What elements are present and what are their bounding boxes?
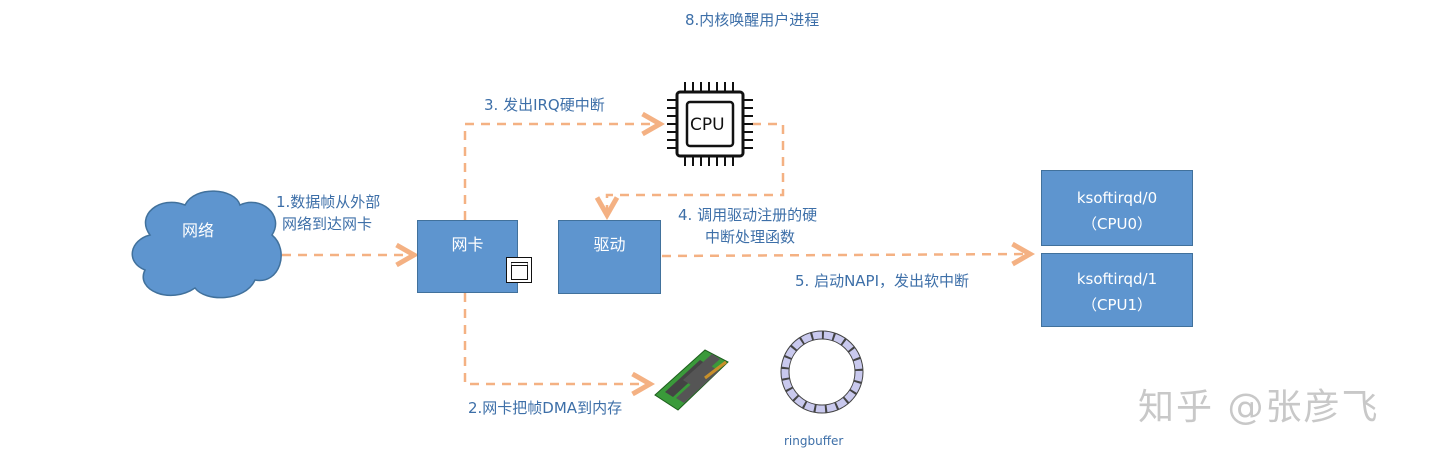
- ksoftirqd0-name: ksoftirqd/0: [1076, 189, 1158, 207]
- cpu-label: CPU: [690, 115, 725, 135]
- step-3-label: 3. 发出IRQ硬中断: [484, 96, 605, 114]
- watermark: 知乎 @张彦飞: [1138, 387, 1380, 428]
- ksoftirqd0-cpu: （CPU0）: [1081, 215, 1153, 233]
- ethernet-port-icon: [506, 257, 532, 283]
- nic-box: 网卡: [417, 220, 532, 293]
- arrow-nic-to-cpu: [463, 124, 660, 220]
- network-cloud-icon: [131, 190, 282, 299]
- step-5-label: 5. 启动NAPI，发出软中断: [795, 272, 970, 290]
- step-8-label: 8.内核唤醒用户进程: [685, 11, 820, 29]
- ksoftirqd1-name: ksoftirqd/1: [1076, 270, 1158, 288]
- step-1-label-line1: 1.数据帧从外部: [276, 193, 381, 211]
- step-1-label-line2: 网络到达网卡: [282, 215, 373, 233]
- nic-label: 网卡: [451, 235, 484, 254]
- driver-box: 驱动: [558, 220, 661, 294]
- arrow-nic-to-memory: [463, 293, 650, 384]
- memory-module-icon: [654, 349, 729, 411]
- driver-label: 驱动: [593, 235, 626, 254]
- network-label: 网络: [181, 221, 214, 240]
- ringbuffer-label: ringbuffer: [784, 434, 844, 448]
- ksoftirqd1-cpu: （CPU1）: [1081, 296, 1153, 314]
- step-4-label-line2: 中断处理函数: [705, 228, 796, 246]
- step-4-label-line1: 4. 调用驱动注册的硬: [678, 206, 818, 224]
- ksoftirqd1-box: ksoftirqd/1 （CPU1）: [1041, 253, 1193, 327]
- arrow-driver-to-ksoftirqd: [661, 254, 1030, 256]
- ksoftirqd0-box: ksoftirqd/0 （CPU0）: [1041, 170, 1193, 246]
- cpu-chip-icon: [667, 82, 753, 166]
- arrow-cpu-to-driver: [607, 122, 785, 215]
- ringbuffer-icon: [780, 330, 864, 414]
- step-2-label: 2.网卡把帧DMA到内存: [468, 399, 623, 417]
